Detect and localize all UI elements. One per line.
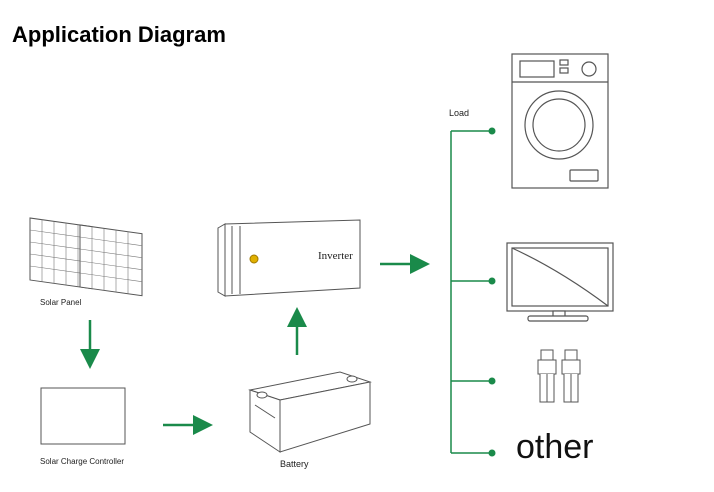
tv-icon <box>506 242 614 322</box>
washing-machine-icon <box>511 53 609 189</box>
battery-icon <box>248 371 372 453</box>
charge-controller-box <box>40 387 126 445</box>
diagram-title: Application Diagram <box>12 22 226 47</box>
solar-panel-icon <box>29 217 143 297</box>
charge-controller-label: Solar Charge Controller <box>40 457 125 466</box>
other-load-label: other <box>516 428 594 466</box>
load-label: Load <box>449 108 470 118</box>
load-bus <box>450 127 496 457</box>
inverter-label: Inverter <box>318 250 353 262</box>
solar-panel-label: Solar Panel <box>40 298 82 307</box>
light-bulb-icon <box>537 349 581 403</box>
battery-label: Battery <box>280 459 309 469</box>
inverter-icon <box>217 219 361 297</box>
